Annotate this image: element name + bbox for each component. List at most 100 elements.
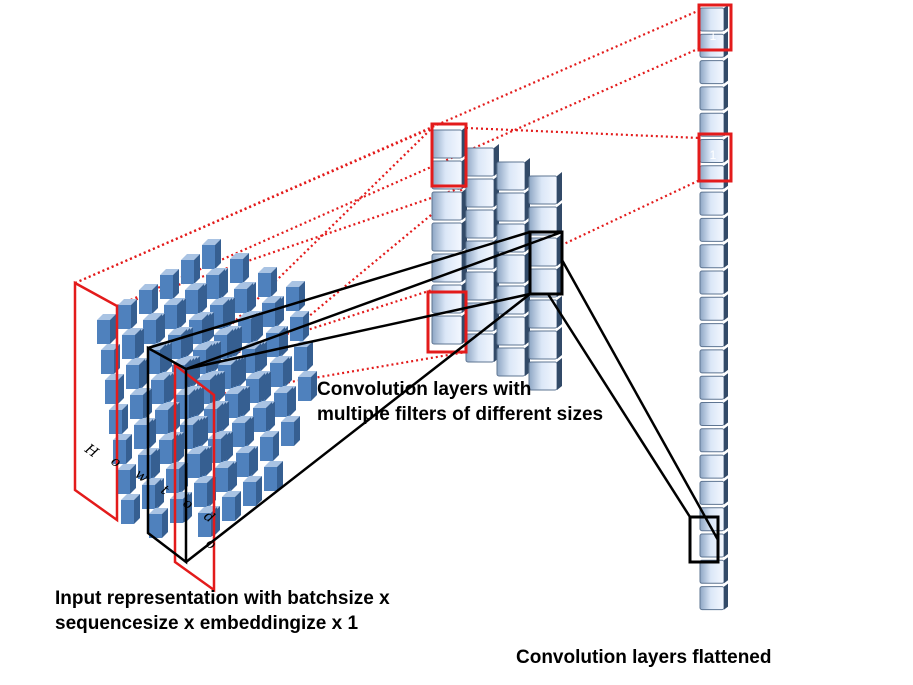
embedding-cube xyxy=(206,269,225,299)
dotted-line xyxy=(185,127,433,370)
conv-cell-edge xyxy=(557,358,562,390)
flattened-cell-edge xyxy=(724,346,728,373)
embedding-cube xyxy=(262,297,281,327)
flattened-caption: Convolution layers flattened xyxy=(516,647,772,668)
flattened-cell-edge xyxy=(724,110,728,137)
flattened-cell-edge xyxy=(724,399,728,426)
embedding-cube xyxy=(258,267,277,297)
conv-cell xyxy=(465,209,495,239)
flattened-cell xyxy=(699,349,725,374)
input-letter: o xyxy=(203,535,219,553)
embedding-cube xyxy=(230,253,249,283)
dotted-line xyxy=(185,288,433,371)
flattened-cell xyxy=(699,7,725,32)
conv-filter-column xyxy=(496,158,530,377)
embedding-cube xyxy=(151,374,170,404)
dotted-line xyxy=(465,179,701,291)
flattened-cell xyxy=(699,60,725,85)
conv-cell xyxy=(528,175,558,205)
conv-window-red-bottom xyxy=(426,290,468,354)
flattened-cell-edge xyxy=(724,57,728,84)
projection-line xyxy=(185,230,563,371)
flattened-cell-edge xyxy=(724,31,728,58)
embedding-cube xyxy=(160,269,179,299)
conv-caption-line2: multiple filters of different sizes xyxy=(317,404,604,425)
conv-cell xyxy=(465,178,495,208)
highlight-frames xyxy=(73,3,733,593)
conv-cell xyxy=(496,254,526,284)
embedding-cube xyxy=(122,329,141,359)
embedding-cube xyxy=(105,374,124,404)
embedding-cube xyxy=(181,254,200,284)
flattened-cell xyxy=(699,402,725,426)
flattened-cell xyxy=(699,454,725,479)
flattened-cell-edge xyxy=(724,425,728,452)
input-embedding-cubes xyxy=(97,239,317,538)
flattened-cell xyxy=(699,244,725,269)
flattened-cell xyxy=(699,559,725,584)
flattened-cell-edge xyxy=(724,557,728,584)
flattened-mark: 1 xyxy=(710,29,717,43)
flattened-cell-edge xyxy=(724,5,728,31)
embedding-cube xyxy=(260,431,279,461)
embedding-cube xyxy=(117,464,136,494)
flattened-cell xyxy=(699,323,725,348)
conv-caption-line1: Convolution layers with xyxy=(317,379,532,400)
conv-cell-edge xyxy=(557,203,562,235)
embedding-cube xyxy=(97,314,116,344)
embedding-cube xyxy=(215,462,234,492)
conv-cell xyxy=(431,315,463,345)
embedding-cube xyxy=(187,448,206,478)
embedding-cube xyxy=(222,491,241,521)
flattened-cell-edge xyxy=(724,531,728,557)
embedding-cube xyxy=(286,281,305,311)
flattened-cell-edge xyxy=(724,478,728,505)
embedding-cube xyxy=(185,284,204,314)
projection-line xyxy=(546,293,692,518)
flattened-cell-edge xyxy=(724,268,728,294)
conv-cell xyxy=(528,330,558,360)
flattened-cell-edge xyxy=(724,189,728,216)
flat-window-red-mid xyxy=(697,132,733,183)
conv-cell xyxy=(431,129,463,159)
flattened-cell-edge xyxy=(724,320,728,347)
flattened-cell xyxy=(699,428,725,453)
flattened-cell xyxy=(699,533,725,558)
flattened-cell-edge xyxy=(724,136,728,163)
conv-cell xyxy=(431,222,463,252)
conv-cell xyxy=(496,347,526,377)
input-window-red-2 xyxy=(173,362,216,593)
conv-cell xyxy=(465,147,495,177)
flattened-cell-edge xyxy=(724,294,728,321)
flattened-cell-edge xyxy=(724,215,728,242)
conv-cell-edge xyxy=(557,327,562,359)
embedding-cube xyxy=(121,494,140,524)
flattened-cell xyxy=(699,217,725,242)
flattened-cell xyxy=(699,86,725,111)
embedding-cube xyxy=(143,314,162,344)
embedding-cube xyxy=(139,284,158,314)
embedding-cube xyxy=(126,359,145,389)
embedding-cube xyxy=(202,239,221,269)
flattened-mark: 1 xyxy=(710,148,717,162)
embedding-cube xyxy=(234,283,253,313)
flattened-cell xyxy=(699,586,725,611)
embedding-cube xyxy=(236,447,255,477)
conv-cell xyxy=(496,192,526,222)
flattened-cell xyxy=(699,375,725,400)
embedding-cube xyxy=(274,387,293,417)
flattened-cell-edge xyxy=(724,241,728,268)
flattened-cell-edge xyxy=(724,373,728,400)
embedding-cube xyxy=(134,419,153,449)
embedding-cube xyxy=(130,389,149,419)
flattened-cell-edge xyxy=(724,162,728,189)
embedding-cube xyxy=(270,357,289,387)
embedding-cube xyxy=(155,404,174,434)
projection-line xyxy=(185,293,531,563)
flattened-layer-column: 11 xyxy=(699,5,728,611)
embedding-cube xyxy=(266,327,285,357)
conv-cell xyxy=(465,333,495,363)
flattened-cell xyxy=(699,480,725,505)
